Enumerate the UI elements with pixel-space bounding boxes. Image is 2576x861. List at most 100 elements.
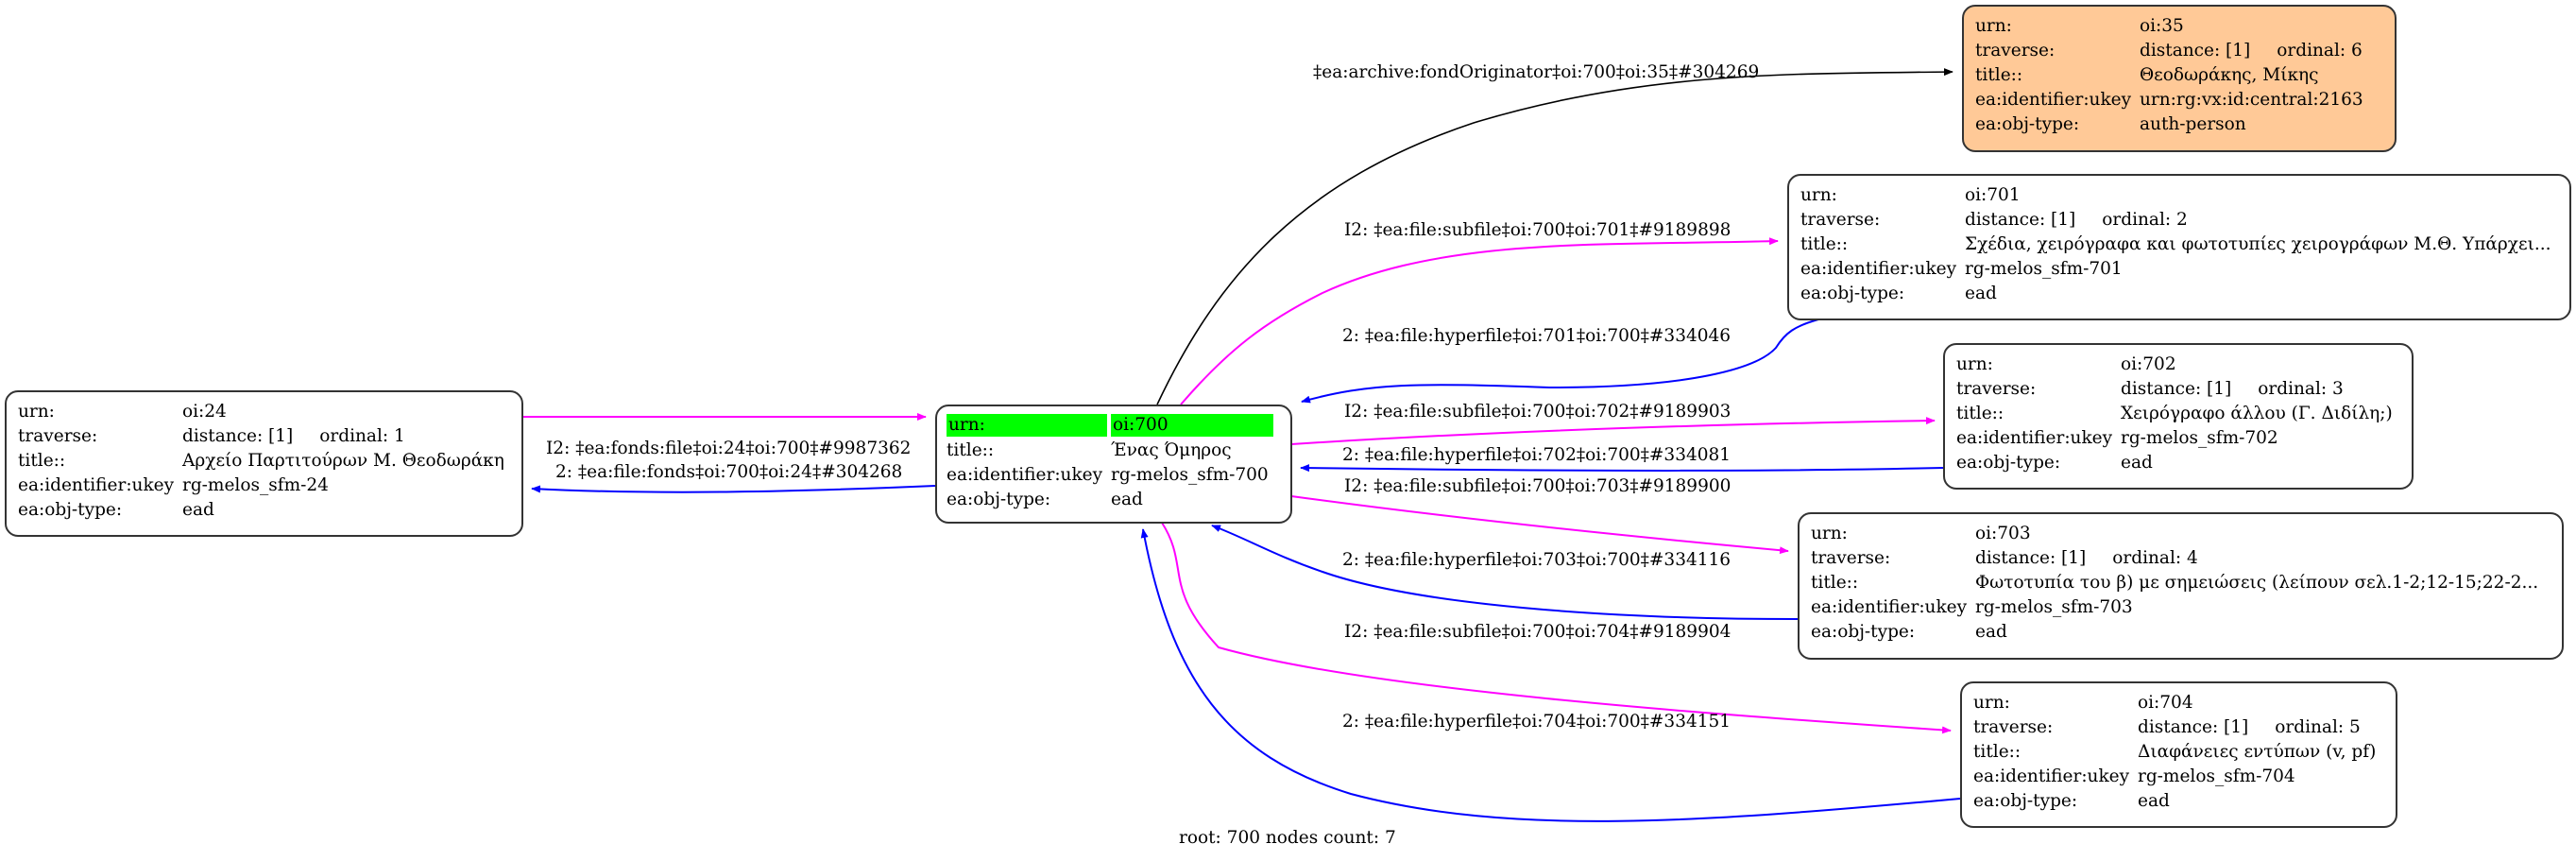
field-key: ea:obj-type: [18, 499, 123, 520]
field-objtype: ea:obj-type: ead [1800, 281, 2560, 305]
field-value: distance: [1] ordinal: 3 [2121, 379, 2344, 399]
field-key: ea:obj-type: [1811, 621, 1916, 642]
field-value: oi:701 [1965, 184, 2021, 205]
field-key: traverse: [18, 425, 98, 446]
field-value: oi:35 [2140, 15, 2184, 36]
node-oi-702[interactable]: urn: oi:702 traverse: distance: [1] ordinal… [1943, 343, 2414, 490]
field-key: ea:obj-type: [1956, 452, 2061, 473]
field-key: title:: [1811, 572, 1859, 593]
field-title: title::Αρχείο Παρτιτούρων Μ. Θεοδωράκη [18, 448, 512, 473]
field-value: distance: [1] ordinal: 1 [182, 426, 405, 446]
field-key: traverse: [1811, 547, 1891, 568]
field-urn: urn:oi:35 [1975, 13, 2385, 38]
edge-subfile-700-701 [1180, 237, 1779, 405]
field-value: oi:702 [2121, 353, 2176, 374]
ordinal-value: ordinal: 5 [2275, 716, 2361, 737]
field-objtype: ea:obj-type:ead [1811, 619, 2552, 644]
node-oi-35[interactable]: urn:oi:35 traverse: distance: [1]ordinal:… [1962, 5, 2397, 152]
field-key: ea:obj-type: [1973, 790, 2078, 811]
node-oi-701[interactable]: urn: oi:701 traverse:distance: [1]ordinal… [1787, 174, 2571, 320]
field-value: Θεοδωράκης, Μίκης [2140, 64, 2319, 85]
field-ukey: ea:identifier:ukey rg-melos_sfm-701 [1800, 256, 2560, 281]
field-value: auth-person [2140, 113, 2246, 134]
field-value: Αρχείο Παρτιτούρων Μ. Θεοδωράκη [182, 450, 504, 471]
distance-value: distance: [1] [182, 425, 294, 446]
field-value: distance: [1] ordinal: 5 [2138, 717, 2361, 737]
field-title: title::Ένας Όμηρος [947, 438, 1281, 462]
ordinal-value: ordinal: 1 [319, 425, 405, 446]
ordinal-value: ordinal: 3 [2258, 378, 2344, 399]
node-oi-703[interactable]: urn:oi:703 traverse:distance: [1]ordinal… [1798, 512, 2564, 660]
field-urn: urn:oi:700 [947, 413, 1281, 438]
field-value: ead [1111, 489, 1143, 509]
edge-label-fond-originator-700-35: ‡ea:archive:fondOriginator‡oi:700‡oi:35‡… [1313, 62, 1760, 82]
distance-value: distance: [1] [2121, 378, 2232, 399]
field-objtype: ea:obj-type:ead [1973, 788, 2386, 813]
field-value: oi:700 [1111, 414, 1273, 437]
field-title: title::Φωτοτυπία του β) με σημειώσεις (λ… [1811, 570, 2552, 594]
field-key: traverse: [1956, 378, 2037, 399]
edge-label-subfile-700-702: I2: ‡ea:file:subfile‡oi:700‡oi:702‡#9189… [1344, 402, 1732, 422]
field-key: title:: [1800, 233, 1849, 254]
field-value: ead [182, 499, 214, 520]
edge-hyperfile-701-700 [1301, 319, 1819, 404]
node-oi-24[interactable]: urn:oi:24 traverse: distance: [1] ordinal:… [5, 390, 523, 537]
field-objtype: ea:obj-type: ead [947, 487, 1281, 511]
node-root-oi-700[interactable]: urn:oi:700 title::Ένας Όμηρος ea:identif… [935, 405, 1292, 524]
edge-hyperfile-703-700 [1211, 525, 1799, 620]
field-urn: urn:oi:24 [18, 399, 512, 423]
field-value: rg-melos_sfm-701 [1965, 258, 2123, 279]
field-value: Χειρόγραφο άλλου (Γ. Διδίλη;) [2121, 403, 2393, 423]
field-key: traverse: [1973, 716, 2054, 737]
field-traverse: traverse: distance: [1] ordinal: 4 [1811, 545, 2552, 570]
field-ukey: ea:identifier:ukey urn:rg:vx:id:central:2… [1975, 87, 2385, 112]
field-value: oi:704 [2138, 692, 2193, 713]
field-key: urn: [1800, 184, 1837, 205]
field-title: title::Διαφάνειες εντύπων (v, pf) [1973, 739, 2386, 764]
field-value: ead [2121, 452, 2153, 473]
edge-label-subfile-700-704: I2: ‡ea:file:subfile‡oi:700‡oi:704‡#9189… [1344, 622, 1732, 642]
field-value: rg-melos_sfm-703 [1975, 596, 2133, 617]
field-key: traverse: [1975, 40, 2056, 60]
edge-label-fonds-file-24-700: I2: ‡ea:fonds:file‡oi:24‡oi:700‡#9987362 [546, 439, 912, 458]
field-key: ea:obj-type: [1800, 283, 1905, 303]
field-value: oi:24 [182, 401, 227, 422]
field-key: title:: [1973, 741, 2022, 762]
field-value: urn:rg:vx:id:central:2163 [2140, 89, 2363, 110]
field-value: distance: [1]ordinal: 6 [2140, 41, 2363, 60]
field-traverse: traverse: distance: [1] ordinal: 5 [1973, 715, 2386, 739]
edge-label-hyperfile-704-700: 2: ‡ea:file:hyperfile‡oi:704‡oi:700‡#334… [1342, 712, 1732, 732]
field-key: ea:obj-type: [947, 489, 1051, 509]
edge-subfile-700-704 [1161, 522, 1952, 734]
field-key: urn: [947, 414, 1107, 437]
field-value: Σχέδια, χειρόγραφα και φωτοτυπίες χειρογ… [1965, 233, 2551, 254]
field-value: Φωτοτυπία του β) με σημειώσεις (λείπουν … [1975, 572, 2539, 593]
field-key: ea:identifier:ukey [947, 464, 1103, 485]
field-title: title::Σχέδια, χειρόγραφα και φωτοτυπίες… [1800, 232, 2560, 256]
field-value: Διαφάνειες εντύπων (v, pf) [2138, 741, 2377, 762]
field-value: ead [1965, 283, 1997, 303]
field-traverse: traverse:distance: [1]ordinal: 2 [1800, 207, 2560, 232]
edge-file-fonds-700-24 [531, 485, 936, 493]
field-key: urn: [1811, 523, 1848, 543]
ordinal-value: ordinal: 4 [2112, 547, 2198, 568]
field-objtype: ea:obj-type:auth-person [1975, 112, 2385, 136]
field-value: distance: [1]ordinal: 2 [1965, 210, 2188, 230]
field-ukey: ea:identifier:ukey rg-melos_sfm-700 [947, 462, 1281, 487]
field-key: ea:identifier:ukey [1975, 89, 2132, 110]
field-key: ea:identifier:ukey [1800, 258, 1957, 279]
graph-footer-caption: root: 700 nodes count: 7 [1179, 828, 1396, 848]
distance-value: distance: [1] [2140, 40, 2251, 60]
distance-value: distance: [1] [2138, 716, 2249, 737]
edge-hyperfile-702-700 [1300, 464, 1944, 473]
edge-fond-originator-700-35 [1156, 68, 1953, 405]
field-traverse: traverse: distance: [1]ordinal: 6 [1975, 38, 2385, 62]
node-oi-704[interactable]: urn:oi:704 traverse: distance: [1] ordinal… [1960, 681, 2397, 828]
field-value: rg-melos_sfm-700 [1111, 464, 1269, 485]
field-value: rg-melos_sfm-24 [182, 474, 329, 495]
field-urn: urn:oi:704 [1973, 690, 2386, 715]
field-key: urn: [1956, 353, 1993, 374]
distance-value: distance: [1] [1975, 547, 2087, 568]
